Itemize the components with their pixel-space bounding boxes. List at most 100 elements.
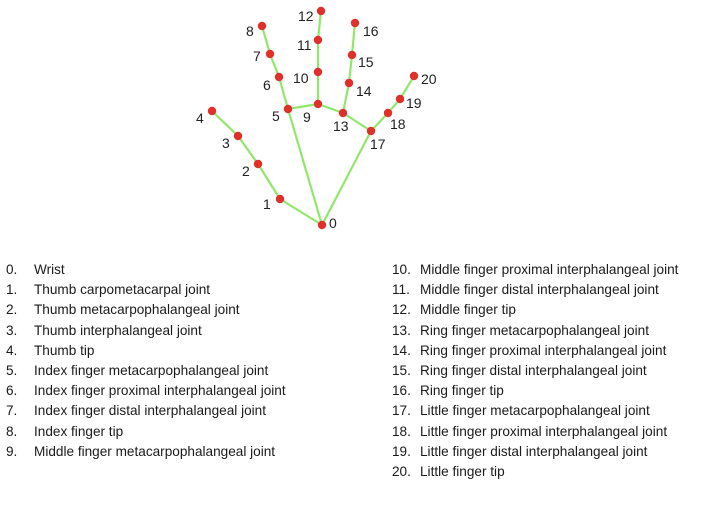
legend-item-number: 11. — [392, 282, 410, 298]
landmark-point-4 — [207, 106, 217, 116]
legend-item-name: Thumb tip — [34, 342, 95, 358]
legend-item: 16.Ring finger tip — [392, 381, 707, 401]
landmark-legend-left: 0.Wrist 1. Thumb carpometacarpal joint 2. Th… — [6, 260, 311, 462]
landmark-label-4: 4 — [196, 110, 204, 126]
landmark-label-16: 16 — [363, 23, 379, 39]
connection-13-17 — [341, 111, 373, 133]
landmark-label-9: 9 — [303, 109, 311, 125]
hand-landmark-points — [207, 6, 419, 230]
legend-item-name: Index finger proximal interphalangeal jo… — [34, 383, 286, 399]
legend-item-name: Little finger proximal interphalangeal j… — [420, 423, 668, 439]
connection-15-16 — [350, 21, 357, 57]
landmark-label-14: 14 — [356, 83, 372, 99]
legend-item: 9. Middle finger metacarpophalangeal join… — [6, 442, 311, 462]
legend-item: 15. Ring finger distal interphalangeal jo… — [392, 361, 707, 381]
landmark-point-9 — [313, 99, 323, 109]
connection-5-6 — [277, 75, 290, 111]
connection-5-9 — [286, 102, 320, 111]
legend-item-number: 15. — [392, 363, 411, 379]
legend-item-number: 3. — [6, 322, 18, 338]
landmark-label-18: 18 — [390, 116, 406, 132]
legend-item-name: Little finger tip — [420, 464, 505, 480]
legend-item: 19.Little finger distal interphalangeal … — [392, 442, 707, 462]
legend-item: 4. Thumb tip — [6, 341, 311, 361]
landmark-label-19: 19 — [406, 95, 422, 111]
connection-0-1 — [278, 197, 324, 227]
legend-item-number: 8. — [6, 423, 18, 439]
connection-1-2 — [256, 162, 282, 201]
legend-item-number: 2. — [6, 302, 18, 318]
landmark-label-17: 17 — [370, 136, 386, 152]
connection-2-3 — [236, 134, 260, 166]
legend-item-name: Thumb carpometacarpal joint — [34, 282, 211, 298]
legend-item-name: Thumb metacarpophalangeal joint — [34, 302, 240, 318]
landmark-point-6 — [274, 72, 284, 82]
landmark-label-11: 11 — [297, 37, 312, 53]
legend-item-name: Middle finger tip — [420, 302, 516, 318]
connection-3-4 — [210, 109, 240, 138]
legend-item-number: 13. — [392, 322, 411, 338]
legend-item: 11.Middle finger distal interphalangeal … — [392, 280, 707, 300]
legend-item: 17.Little finger metacarpophalangeal joi… — [392, 401, 707, 421]
legend-item-name: Middle finger proximal interphalangeal j… — [420, 262, 679, 277]
landmark-point-5 — [283, 104, 293, 114]
legend-item: 13. Ring finger metacarpophalangeal joint — [392, 321, 707, 341]
connection-19-20 — [398, 74, 416, 101]
landmark-point-1 — [275, 194, 285, 204]
legend-item-number: 5. — [6, 363, 18, 379]
landmark-label-20: 20 — [421, 71, 437, 87]
legend-item-number: 7. — [6, 403, 18, 419]
legend-item-name: Middle finger metacarpophalangeal joint — [34, 443, 276, 459]
landmark-point-20 — [409, 71, 419, 81]
legend-item: 3. Thumb interphalangeal joint — [6, 321, 311, 341]
legend-item-number: 4. — [6, 342, 18, 358]
landmark-point-7 — [265, 49, 275, 59]
legend-item-name: Ring finger metacarpophalangeal joint — [420, 322, 649, 338]
landmark-label-8: 8 — [246, 23, 254, 39]
legend-item-name: Little finger distal interphalangeal joi… — [420, 443, 648, 459]
landmark-label-12: 12 — [298, 8, 314, 24]
legend-item-name: Thumb interphalangeal joint — [34, 322, 202, 338]
landmark-point-15 — [347, 50, 357, 60]
landmark-point-16 — [350, 18, 360, 28]
legend-item: 14.Ring finger proximal interphalangeal … — [392, 341, 707, 361]
landmark-label-6: 6 — [263, 77, 271, 93]
legend-item-name: Index finger metacarpophalangeal joint — [34, 363, 269, 379]
legend-item-name: Ring finger proximal interphalangeal joi… — [420, 342, 667, 358]
landmark-point-18 — [383, 108, 393, 118]
legend-item: 6. Index finger proximal interphalangeal … — [6, 381, 311, 401]
legend-item-name: Little finger metacarpophalangeal joint — [420, 403, 650, 419]
legend-item: 1. Thumb carpometacarpal joint — [6, 280, 311, 300]
connection-11-12 — [316, 9, 323, 42]
legend-item: 7. Index finger distal interphalangeal jo… — [6, 401, 311, 421]
connection-0-17 — [320, 129, 373, 227]
legend-item-number: 1. — [6, 282, 18, 298]
landmark-label-0: 0 — [329, 215, 337, 231]
legend-item: 8. Index finger tip — [6, 422, 311, 442]
landmark-point-12 — [316, 6, 326, 16]
legend-item-number: 10. — [392, 262, 411, 277]
legend-item: 2. Thumb metacarpophalangeal joint — [6, 300, 311, 320]
landmark-point-17 — [366, 126, 376, 136]
legend-item-number: 12. — [392, 302, 411, 318]
legend-item-name: Index finger distal interphalangeal join… — [34, 403, 267, 419]
landmark-point-19 — [395, 94, 405, 104]
landmark-point-13 — [338, 108, 348, 118]
hand-skeleton-connections — [210, 9, 416, 227]
landmark-label-7: 7 — [253, 48, 261, 64]
landmark-label-3: 3 — [222, 135, 230, 151]
legend-item-number: 9. — [6, 443, 18, 459]
landmark-label-10: 10 — [293, 70, 309, 86]
landmark-point-8 — [257, 21, 267, 31]
landmark-point-3 — [233, 131, 243, 141]
landmark-point-2 — [253, 159, 263, 169]
legend-item: 12. Middle finger tip — [392, 300, 707, 320]
landmark-legend-right: 10. Middle finger proximal interphalangea… — [392, 260, 707, 482]
legend-item-name: Ring finger distal interphalangeal joint — [420, 363, 647, 379]
legend-item-name: Index finger tip — [34, 423, 124, 439]
legend-item: 0.Wrist — [6, 260, 311, 280]
landmark-point-0 — [317, 220, 327, 230]
legend-item: 10. Middle finger proximal interphalangea… — [392, 260, 707, 280]
legend-item-name: Wrist — [34, 262, 65, 277]
legend-item-number: 6. — [6, 383, 18, 399]
